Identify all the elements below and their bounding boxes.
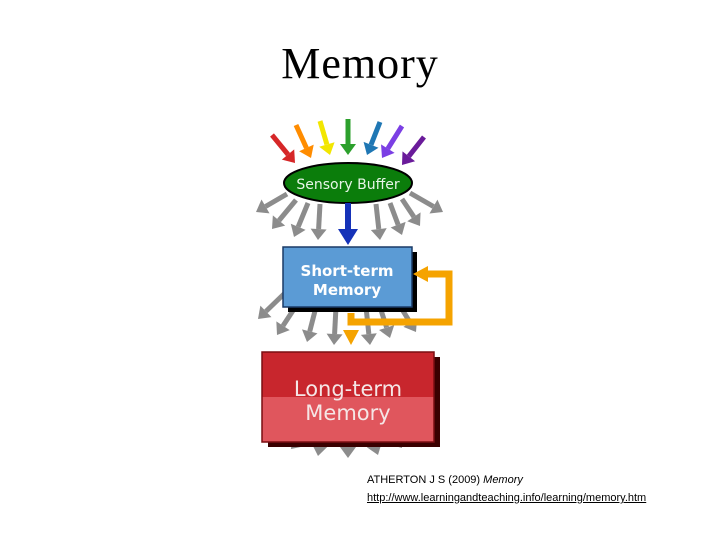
sensory-buffer-ellipse: Sensory Buffer: [283, 162, 413, 204]
forgetting-arrow-8-head: [429, 199, 443, 214]
sensory-input-arrow-3-shaft: [317, 120, 330, 146]
sensory-input-arrow-1-shaft: [270, 133, 290, 157]
short-term-label-line2: Memory: [313, 281, 381, 299]
long-term-label-line2: Memory: [305, 401, 390, 425]
sensory-input-arrow-7-head: [402, 151, 416, 165]
forgetting-arrow-1-head: [256, 199, 270, 214]
citation-reference: ATHERTON J S (2009) Memory: [367, 474, 523, 486]
sensory-input-arrow-5-head: [363, 141, 379, 155]
citation-url-link[interactable]: http://www.learningandteaching.info/lear…: [367, 492, 647, 504]
sensory-input-arrow-1-head: [281, 149, 295, 163]
sensory-input-arrow-7-shaft: [406, 135, 426, 158]
forgetting-arrow-12-head: [326, 333, 343, 345]
rehearsal-loop-arrow: [343, 266, 453, 345]
slide-title: Memory: [281, 39, 439, 88]
forgetting-arrow-14-head: [379, 325, 395, 338]
forgetting-arrow-19-head: [340, 447, 356, 458]
forgetting-arrow-6-head: [390, 221, 406, 235]
citation-author: ATHERTON J S (2009): [367, 474, 481, 486]
sensory-input-arrow-6-head: [381, 144, 395, 158]
sensory-buffer-label: Sensory Buffer: [296, 177, 399, 193]
short-term-memory-box: Short-term Memory: [282, 246, 417, 312]
sensory-input-arrow-4-head: [340, 144, 356, 155]
long-term-label-line1: Long-term: [294, 377, 402, 401]
forgetting-arrow-7-shaft: [399, 197, 416, 219]
short-term-label-line1: Short-term: [301, 262, 394, 280]
forgetting-arrow-5-head: [370, 228, 387, 240]
forgetting-arrow-13-head: [360, 333, 377, 345]
forgetting-arrow-3-shaft: [295, 202, 311, 228]
forgetting-arrow-2-shaft: [277, 198, 298, 223]
forgetting-arrow-7-head: [407, 212, 421, 226]
sensory-input-arrow-2-shaft: [293, 123, 309, 150]
sensory-input-arrows: [270, 119, 426, 165]
forgetting-arrow-6-shaft: [387, 202, 401, 226]
forgetting-arrow-9-head: [258, 305, 272, 319]
forgetting-arrow-3-head: [290, 223, 306, 237]
encoding-arrow: [338, 203, 358, 245]
forgetting-arrow-4-head: [310, 228, 327, 240]
long-term-memory-box: Long-term Memory: [261, 351, 440, 447]
sensory-input-arrow-2-head: [299, 144, 314, 158]
forgetting-arrow-4-shaft: [316, 203, 323, 230]
sensory-input-arrow-5-shaft: [368, 121, 383, 146]
forgetting-arrow-5-shaft: [373, 203, 382, 230]
citation-title: Memory: [483, 474, 523, 486]
forgetting-arrow-11-head: [301, 329, 318, 342]
forgetting-arrow-10-head: [276, 321, 290, 335]
sensory-input-arrow-3-head: [319, 142, 335, 155]
forgetting-arrow-8-shaft: [408, 190, 435, 209]
sensory-input-arrow-6-shaft: [385, 124, 405, 150]
forgetting-arrow-1-shaft: [264, 191, 289, 209]
forgetting-arrow-2-head: [272, 215, 286, 229]
